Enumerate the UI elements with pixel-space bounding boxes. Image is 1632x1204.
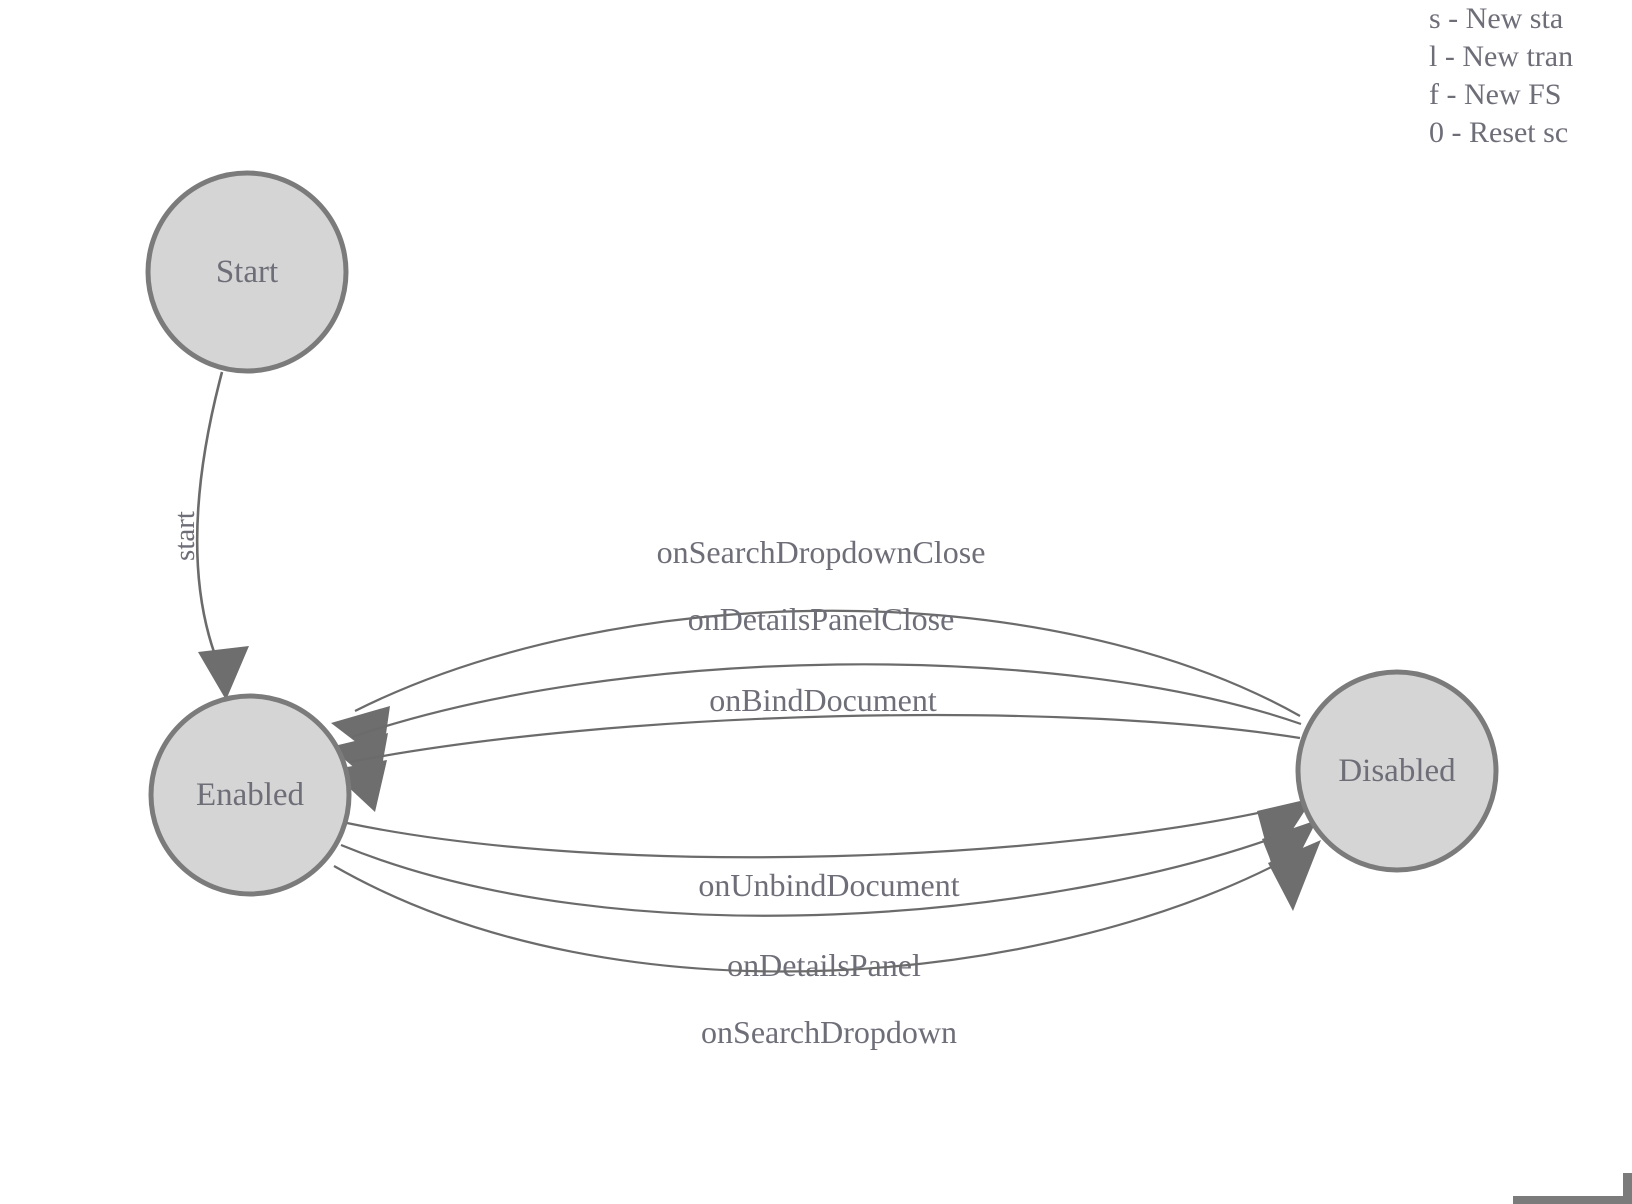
help-line-new-state: s - New sta xyxy=(1429,2,1564,35)
help-line-reset-scale: 0 - Reset sc xyxy=(1429,116,1569,149)
help-line-new-fsm: f - New FS xyxy=(1429,78,1562,111)
state-node-enabled-circle[interactable] xyxy=(148,693,352,897)
state-node-start-circle[interactable] xyxy=(145,170,349,374)
state-node-enabled[interactable]: Enabled xyxy=(148,693,352,897)
help-line-new-transition: l - New tran xyxy=(1429,40,1574,73)
edge-start-to-enabled[interactable]: start xyxy=(169,371,249,700)
edge-label-onsearchdropdownclose: onSearchDropdownClose xyxy=(657,534,986,570)
state-node-disabled-circle[interactable] xyxy=(1295,669,1499,873)
edge-label-onsearchdropdown: onSearchDropdown xyxy=(701,1014,957,1050)
vertical-scrollbar[interactable] xyxy=(1623,1173,1632,1204)
edge-path-onsearchdropdownclose xyxy=(354,609,1301,717)
state-node-disabled[interactable]: Disabled xyxy=(1295,669,1499,873)
edge-path-onsearchdropdown xyxy=(333,851,1301,973)
edge-label-ondetailspanel: onDetailsPanel xyxy=(727,947,921,983)
edge-label-ondetailspanelclose: onDetailsPanelClose xyxy=(688,601,955,637)
edge-path-onbinddocument xyxy=(349,713,1301,764)
arrowhead-start-to-enabled xyxy=(198,646,249,700)
keyboard-shortcuts-help: s - New sta l - New tran f - New FS 0 - … xyxy=(1429,0,1632,152)
edge-label-onbinddocument: onBindDocument xyxy=(709,682,937,718)
edge-path-ondetailspanel xyxy=(340,828,1296,917)
edge-path-onunbinddocument xyxy=(346,804,1291,859)
state-node-enabled-label: Enabled xyxy=(196,777,305,813)
edge-label-onunbinddocument: onUnbindDocument xyxy=(698,867,959,903)
horizontal-scrollbar[interactable] xyxy=(1513,1196,1623,1204)
edge-label-start: start xyxy=(169,511,201,561)
state-node-start-label: Start xyxy=(216,254,278,290)
edge-path-ondetailspanelclose xyxy=(351,663,1302,739)
arrowhead-onsearchdropdown xyxy=(1268,840,1321,911)
state-node-disabled-label: Disabled xyxy=(1338,753,1456,789)
edge-onsearchdropdown[interactable]: onSearchDropdown xyxy=(333,840,1321,1050)
edge-onsearchdropdownclose[interactable]: onSearchDropdownClose xyxy=(331,534,1301,762)
edge-onbinddocument[interactable]: onBindDocument xyxy=(330,682,1301,812)
state-node-start[interactable]: Start xyxy=(145,170,349,374)
edge-path-start xyxy=(195,371,224,653)
edge-onunbinddocument[interactable]: onUnbindDocument xyxy=(346,798,1313,903)
